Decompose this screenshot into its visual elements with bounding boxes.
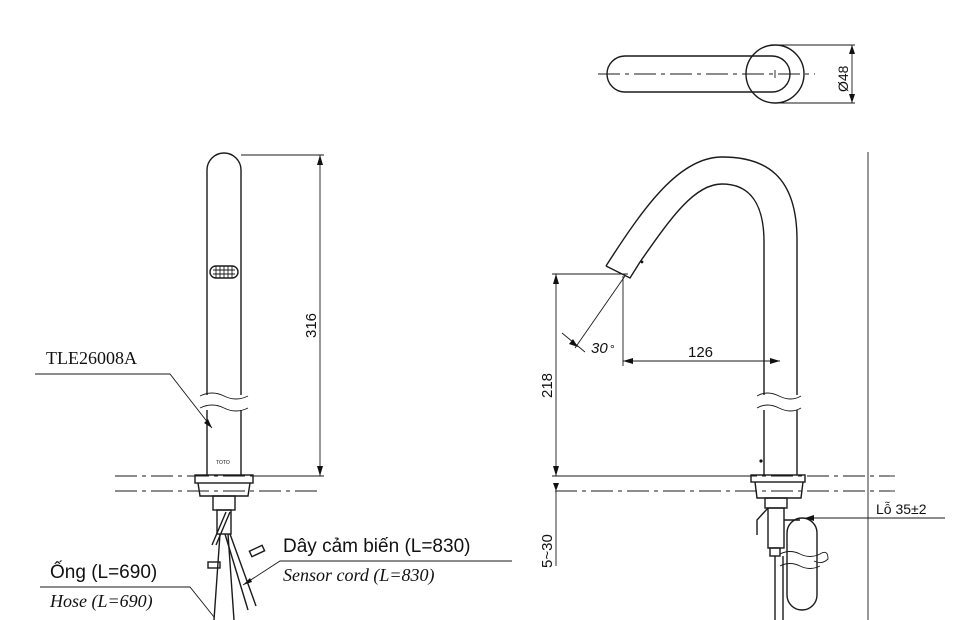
sensor-label-en: Sensor cord (L=830) [283, 565, 434, 586]
hose-label-vi: Ống (L=690) [50, 561, 157, 583]
front-connector-2 [248, 544, 266, 558]
dim-126-arrow-left [623, 358, 633, 364]
dim-218-arrow-top [553, 274, 559, 284]
dim-side-height-label: 218 [539, 373, 556, 398]
front-view: TOTO 316 TLE26008A Dây cảm biến (L=830) … [35, 152, 512, 620]
front-nut [212, 495, 236, 511]
top-view: Ø48 [598, 44, 855, 104]
dim-316-arrow-top [317, 155, 323, 165]
side-base [754, 481, 804, 499]
model-label: TLE26008A [46, 348, 137, 368]
break-line-bottom [199, 404, 249, 412]
side-view: 218 126 30 ° 5~30 Lỗ 35±2 [539, 152, 945, 620]
front-tube [211, 511, 231, 546]
side-flange [750, 474, 806, 483]
side-spout-outer [605, 156, 798, 395]
sensor-window [209, 265, 239, 279]
dim-thickness-arrow [553, 483, 559, 491]
logo-mark: TOTO [216, 460, 230, 466]
dim-angle-unit: ° [610, 342, 615, 356]
front-flange [194, 474, 254, 484]
dim-218-arrow-bottom [553, 466, 559, 476]
dim-126-arrow-right [770, 358, 780, 364]
dim-thickness-label: 5~30 [539, 534, 556, 568]
side-indicator-dot [759, 459, 763, 463]
front-base [197, 482, 251, 497]
model-leader-arrow [204, 419, 212, 428]
side-spout-tip [605, 261, 641, 279]
break-line-top [199, 392, 249, 400]
dim-reach-label: 126 [688, 344, 713, 361]
angle-arrow [569, 339, 578, 347]
dia-arrow-bottom [849, 94, 855, 103]
dim-angle-label: 30 [591, 340, 608, 357]
side-break-line-top [756, 392, 802, 400]
dim-height-label: 316 [303, 313, 320, 338]
top-view-spout-outline [606, 55, 791, 93]
hole-leader-arrow [805, 515, 814, 521]
front-connector-1 [207, 561, 221, 569]
front-hose [213, 533, 235, 620]
hose-label-en: Hose (L=690) [49, 591, 153, 612]
dim-316-arrow-bottom [317, 466, 323, 476]
front-shank [216, 509, 232, 535]
side-cord-coil-2 [779, 563, 821, 569]
side-spout-inner [639, 183, 765, 395]
side-break-line-bottom [756, 404, 802, 412]
front-spout-body [206, 152, 242, 395]
sensor-leader-arrow [243, 578, 252, 585]
side-connector [769, 547, 781, 557]
sensor-label-vi: Dây cảm biến (L=830) [283, 536, 470, 557]
side-spout-lower [763, 410, 798, 475]
dia-arrow-top [849, 45, 855, 54]
dim-diameter-label: Ø48 [835, 65, 851, 92]
side-nut [764, 497, 788, 509]
hose-leader [40, 586, 215, 618]
model-leader [35, 373, 213, 429]
side-tubes [756, 507, 800, 535]
front-sensor-cord [224, 533, 257, 611]
angle-ray [574, 275, 626, 349]
side-shank [767, 507, 785, 549]
side-cord-coil-1 [779, 551, 829, 564]
hole-label: Lỗ 35±2 [876, 501, 927, 517]
side-sensor-dot [640, 260, 644, 264]
sensor-leader [242, 560, 512, 586]
